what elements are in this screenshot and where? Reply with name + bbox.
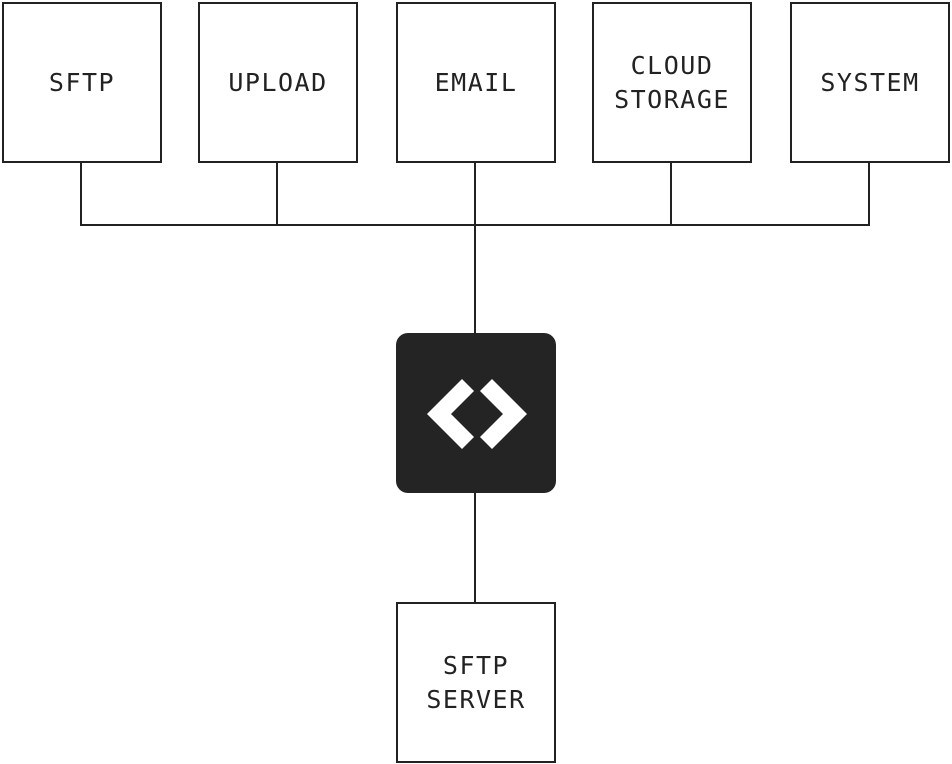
node-cloud-storage: CLOUD STORAGE: [592, 2, 752, 163]
node-label: SYSTEM: [820, 67, 920, 97]
connector-sftp: [80, 161, 82, 226]
connector-system: [868, 161, 870, 226]
node-sftp-server: SFTP SERVER: [396, 602, 556, 763]
connector-email-to-hub: [474, 161, 476, 334]
node-label-line-1: CLOUD: [630, 50, 714, 80]
node-sftp: SFTP: [2, 2, 162, 163]
diamond-logo-icon: [427, 379, 527, 449]
connector-hub-to-server: [474, 492, 476, 603]
node-label-line-1: SFTP: [442, 650, 510, 680]
node-label-line-2: SERVER: [426, 684, 526, 714]
node-label-line-2: STORAGE: [614, 84, 730, 114]
node-label: EMAIL: [434, 67, 518, 97]
node-system: SYSTEM: [790, 2, 950, 163]
node-email: EMAIL: [396, 2, 556, 163]
connector-cloud-storage: [670, 161, 672, 226]
hub-node: [396, 333, 556, 493]
node-label: UPLOAD: [228, 67, 328, 97]
node-label: SFTP: [48, 67, 116, 97]
node-upload: UPLOAD: [198, 2, 358, 163]
connector-upload: [276, 161, 278, 226]
